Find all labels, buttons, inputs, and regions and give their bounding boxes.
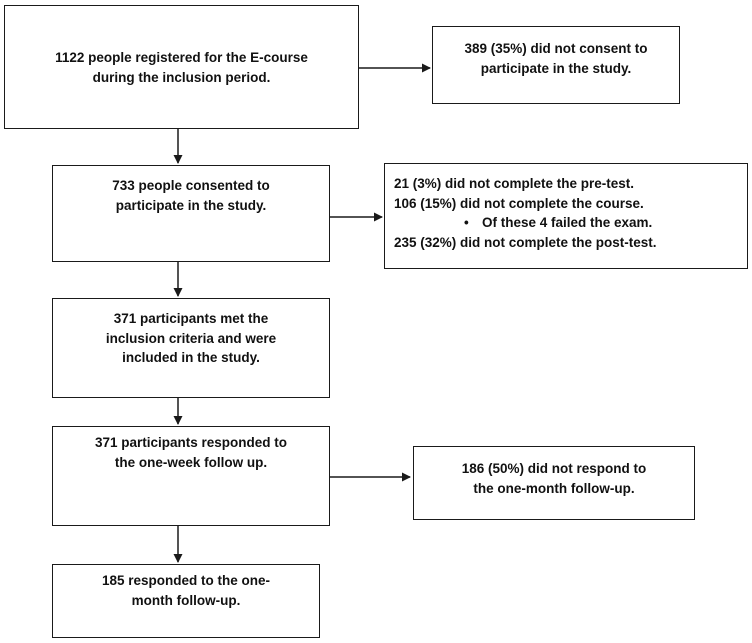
main-box-consented-line-2: participate in the study. — [115, 197, 267, 213]
main-box-registered-line-2: during the inclusion period. — [92, 69, 271, 85]
side-box-incomplete-bullet-text: Of these 4 failed the exam. — [482, 215, 653, 231]
side-box-incomplete-line-4: 235 (32%) did not complete the post-test… — [394, 234, 657, 250]
main-box-consented-line-1: 733 people consented to — [112, 178, 270, 193]
main-box-included-line-3: included in the study. — [122, 350, 260, 366]
main-box-one-week-line-1: 371 participants responded to — [94, 435, 288, 450]
side-box-no-consent-line-1: 389 (35%) did not consent to — [464, 41, 648, 56]
main-box-registered: 1122 people registered for the E-course … — [4, 5, 359, 129]
main-box-included: 371 participants met the inclusion crite… — [52, 298, 330, 398]
side-box-no-consent: 389 (35%) did not consent to participate… — [432, 26, 680, 104]
main-box-registered-line-1: 1122 people registered for the E-course — [55, 50, 308, 65]
side-box-incomplete-line-2: 106 (15%) did not complete the course. — [394, 195, 644, 211]
side-box-no-response: 186 (50%) did not respond to the one-mon… — [413, 446, 695, 520]
main-box-included-line-2: inclusion criteria and were — [105, 330, 277, 346]
side-box-incomplete: 21 (3%) did not complete the pre-test. 1… — [384, 163, 748, 269]
side-box-no-response-line-2: the one-month follow-up. — [473, 480, 635, 496]
bullet-icon: • — [464, 215, 469, 231]
main-box-one-month-line-2: month follow-up. — [131, 592, 241, 608]
main-box-included-line-1: 371 participants met the — [113, 311, 269, 326]
main-box-one-month-line-1: 185 responded to the one- — [101, 573, 271, 588]
main-box-one-week: 371 participants responded to the one-we… — [52, 426, 330, 526]
main-box-one-week-line-2: the one-week follow up. — [114, 454, 268, 470]
side-box-incomplete-bullet: • Of these 4 failed the exam. — [394, 213, 747, 233]
main-box-consented: 733 people consented to participate in t… — [52, 165, 330, 262]
side-box-no-consent-line-2: participate in the study. — [480, 60, 632, 76]
main-box-one-month: 185 responded to the one- month follow-u… — [52, 564, 320, 638]
side-box-incomplete-line-1: 21 (3%) did not complete the pre-test. — [394, 176, 635, 191]
side-box-no-response-line-1: 186 (50%) did not respond to — [461, 461, 647, 476]
